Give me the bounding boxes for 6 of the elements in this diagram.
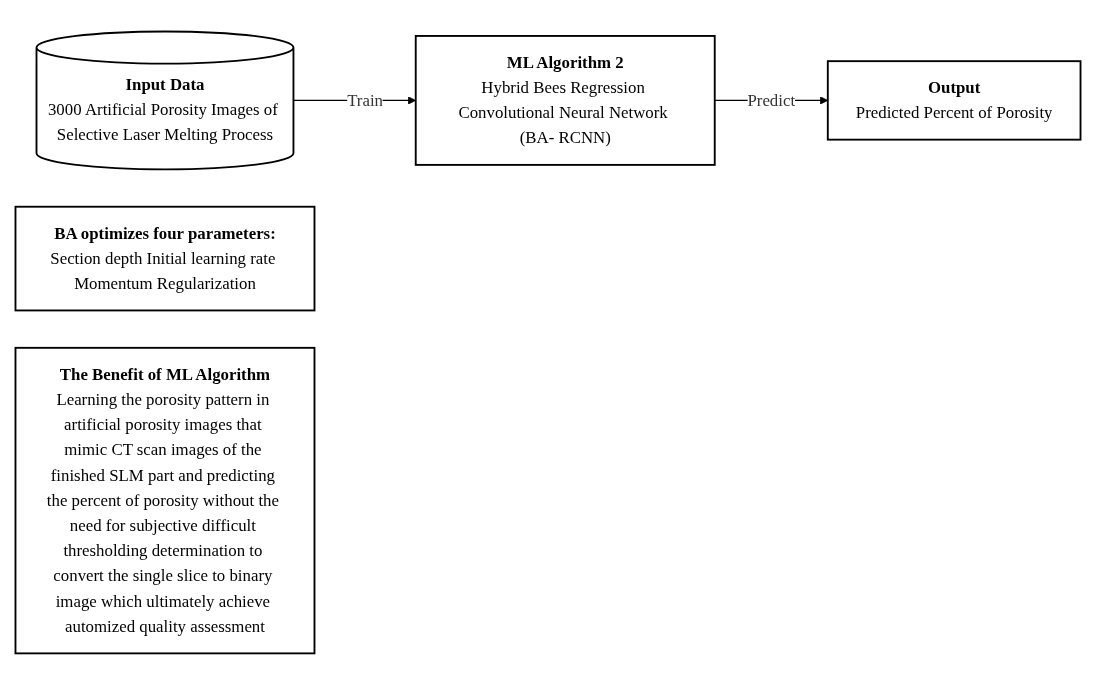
node-box: BA optimizes four parameters: Section depth Initial learning rate Momentum Regularization xyxy=(14,205,315,312)
edge-label: Predict xyxy=(746,90,795,110)
node-box: Output Predicted Percent of Porosity xyxy=(826,60,1081,141)
edge-label: Train xyxy=(346,90,383,110)
node-box: ML Algorithm 2 Hybrid Bees Regression Convolutional Neural Network (BA- RCNN) xyxy=(414,35,716,166)
node-box: The Benefit of ML Algorithm Learning the porosity pattern in artificial porosity images that mimic CT scan images of the finished SLM part and predicting the percent of porosity without the need for subjective difficult thresholding determination to convert the single slice to binary image which ultimately achieve automized quality assessment xyxy=(14,346,315,655)
